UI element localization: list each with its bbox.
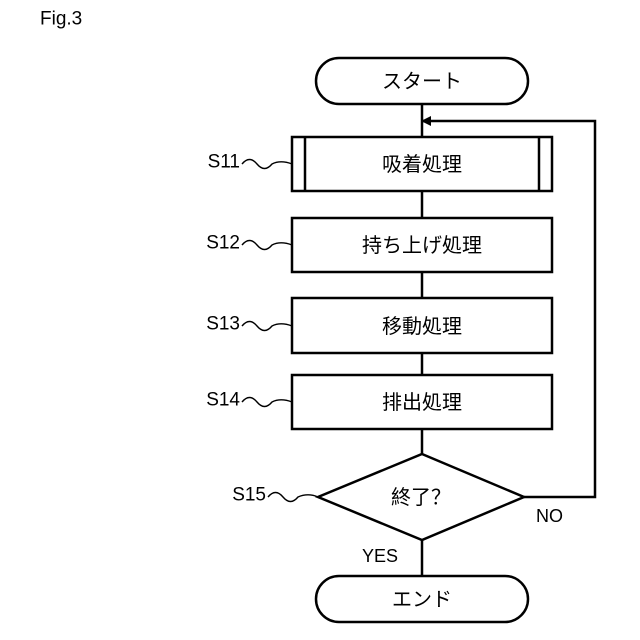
s13-step-id: S13: [206, 314, 240, 335]
s15-label: 終了？: [391, 485, 451, 509]
s12-step-id: S12: [206, 233, 240, 254]
s11-label: 吸着処理: [382, 152, 462, 176]
s12-leader: [242, 241, 292, 250]
yes-branch-label: YES: [362, 546, 398, 566]
s13-label: 移動処理: [382, 314, 462, 338]
s15-leader: [268, 493, 318, 502]
figure-label: Fig.3: [40, 9, 82, 30]
s13-leader: [242, 322, 292, 331]
end-label: エンド: [392, 587, 452, 611]
s14-step-id: S14: [206, 390, 240, 411]
s14-leader: [242, 398, 292, 407]
s11-leader: [242, 160, 292, 169]
no-branch-label: NO: [536, 506, 563, 526]
s15-step-id: S15: [232, 485, 266, 506]
s14-label: 排出処理: [382, 390, 462, 414]
s12-label: 持ち上げ処理: [362, 233, 482, 257]
s11-step-id: S11: [208, 152, 240, 173]
start-label: スタート: [382, 69, 462, 93]
